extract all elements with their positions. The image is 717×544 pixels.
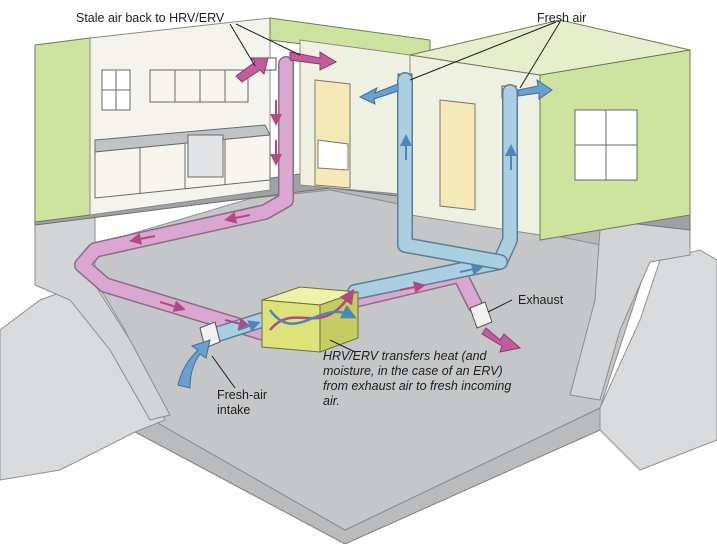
left-exterior-wall (34, 37, 91, 223)
bathroom-doorway (314, 79, 351, 189)
airflow-arrow-markers (129, 100, 517, 332)
exhaust-hood (469, 301, 493, 329)
bedroom-doorway (439, 99, 476, 211)
right-wall-top (409, 19, 691, 76)
stove (187, 134, 224, 178)
fresh-air-out-arrow-right (517, 78, 553, 100)
bathtub (317, 139, 349, 171)
fresh-air-out-arrow-left (358, 83, 399, 105)
ground-right (599, 249, 717, 471)
label-leader-lines (211, 21, 561, 389)
fresh-air-intake-label: Fresh-air intake (217, 388, 268, 417)
upper-cabinets (149, 69, 249, 103)
stale-air-label: Stale air back to HRV/ERV (76, 11, 225, 25)
hrv-erv-unit (261, 286, 359, 353)
stale-air-out-arrow (289, 51, 338, 71)
stale-air-in-arrow (235, 57, 269, 83)
hrv-erv-note: HRV/ERV transfers heat (and moisture, in… (323, 349, 512, 408)
exhaust-label: Exhaust (518, 293, 564, 307)
fresh-air-intake-arrow (177, 339, 211, 389)
exhaust-arrow (481, 327, 522, 353)
fresh-air-label: Fresh air (537, 11, 587, 25)
